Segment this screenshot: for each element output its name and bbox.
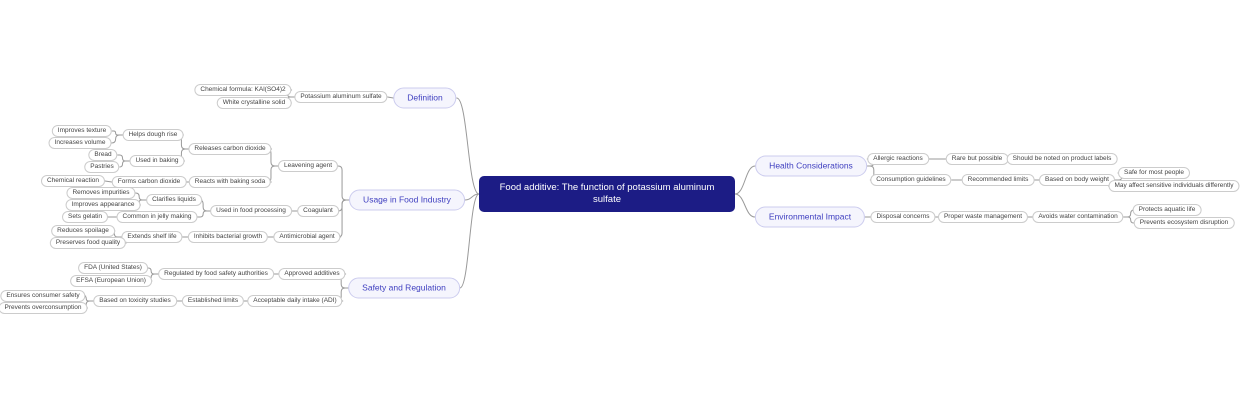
node-based-on-toxicity-studies[interactable]: Based on toxicity studies [93,295,177,307]
node-acceptable-daily-intake[interactable]: Acceptable daily intake (ADI) [247,295,343,307]
edge-root-to-usage [464,193,480,201]
node-improves-appearance[interactable]: Improves appearance [65,199,141,211]
node-prevents-overconsumption[interactable]: Prevents overconsumption [0,302,88,314]
node-sets-gelatin[interactable]: Sets gelatin [62,211,108,223]
node-proper-waste-management[interactable]: Proper waste management [937,211,1029,223]
node-protects-aquatic-life[interactable]: Protects aquatic life [1132,204,1202,216]
node-pastries[interactable]: Pastries [84,161,120,173]
edge-usage-to-antimicrobial-agent [338,199,350,238]
node-improves-texture[interactable]: Improves texture [51,125,113,137]
node-reduces-spoilage[interactable]: Reduces spoilage [51,225,115,237]
edge-usage-to-coagulant [338,199,350,212]
edge-used-in-baking-to-bread [117,154,130,162]
node-removes-impurities[interactable]: Removes impurities [66,187,136,199]
node-usage[interactable]: Usage in Food Industry [349,189,465,211]
node-common-in-jelly-making[interactable]: Common in jelly making [116,211,198,223]
node-regulated-by-authorities[interactable]: Regulated by food safety authorities [158,268,274,280]
node-safety[interactable]: Safety and Regulation [348,277,460,299]
node-coagulant[interactable]: Coagulant [297,205,339,217]
node-may-affect-sensitive[interactable]: May affect sensitive individuals differe… [1108,180,1240,192]
node-fda[interactable]: FDA (United States) [78,262,148,274]
node-allergic-reactions[interactable]: Allergic reactions [867,153,929,165]
node-based-on-body-weight[interactable]: Based on body weight [1039,174,1115,186]
node-white-crystalline-solid[interactable]: White crystalline solid [216,97,292,109]
node-recommended-limits[interactable]: Recommended limits [961,174,1035,186]
edge-helps-dough-rise-to-increases-volume [110,134,124,144]
edge-helps-dough-rise-to-improves-texture [111,130,124,136]
node-efsa[interactable]: EFSA (European Union) [70,275,152,287]
node-preserves-food-quality[interactable]: Preserves food quality [49,237,127,249]
node-antimicrobial-agent[interactable]: Antimicrobial agent [273,231,341,243]
node-potassium-aluminum-sulfate[interactable]: Potassium aluminum sulfate [294,91,388,103]
node-rare-but-possible[interactable]: Rare but possible [945,153,1009,165]
node-used-in-food-processing[interactable]: Used in food processing [210,205,292,217]
edge-root-to-environmental [734,193,756,218]
node-forms-carbon-dioxide[interactable]: Forms carbon dioxide [111,176,187,188]
edge-forms-carbon-dioxide-to-chemical-reaction [104,180,113,183]
edge-usage-to-leavening-agent [337,165,350,201]
node-releases-carbon-dioxide[interactable]: Releases carbon dioxide [188,143,272,155]
node-chemical-formula[interactable]: Chemical formula: KAl(SO4)2 [194,84,292,96]
node-inhibits-bacterial-growth[interactable]: Inhibits bacterial growth [187,231,269,243]
edge-definition-to-potassium-aluminum-sulfate [387,96,394,99]
edge-used-in-baking-to-pastries [119,160,130,168]
node-environmental[interactable]: Environmental Impact [754,206,866,228]
node-health[interactable]: Health Considerations [755,155,867,177]
node-used-in-baking[interactable]: Used in baking [129,155,185,167]
edge-root-to-health [734,165,756,195]
node-avoids-water-contamination[interactable]: Avoids water contamination [1032,211,1124,223]
edge-regulated-by-authorities-to-fda [147,267,159,275]
node-leavening-agent[interactable]: Leavening agent [277,160,339,172]
node-established-limits[interactable]: Established limits [181,295,245,307]
root-node[interactable]: Food additive: The function of potassium… [479,176,735,212]
node-safe-for-most-people[interactable]: Safe for most people [1118,167,1190,179]
node-chemical-reaction[interactable]: Chemical reaction [40,175,106,187]
node-clarifies-liquids[interactable]: Clarifies liquids [146,194,202,206]
node-extends-shelf-life[interactable]: Extends shelf life [121,231,183,243]
node-consumption-guidelines[interactable]: Consumption guidelines [870,174,952,186]
node-reacts-with-baking-soda[interactable]: Reacts with baking soda [188,176,272,188]
node-bread[interactable]: Bread [88,149,118,161]
node-approved-additives[interactable]: Approved additives [278,268,346,280]
node-prevents-ecosystem-disruption[interactable]: Prevents ecosystem disruption [1133,217,1235,229]
edge-avoids-water-contamination-to-prevents-ecosystem-disruption [1123,216,1135,224]
node-definition[interactable]: Definition [393,87,457,109]
node-increases-volume[interactable]: Increases volume [48,137,112,149]
edge-used-in-food-processing-to-common-in-jelly-making [197,210,211,218]
node-disposal-concerns[interactable]: Disposal concerns [870,211,936,223]
edge-root-to-definition [456,97,480,195]
node-helps-dough-rise[interactable]: Helps dough rise [122,129,184,141]
node-noted-on-product-labels[interactable]: Should be noted on product labels [1006,153,1118,165]
node-ensures-consumer-safety[interactable]: Ensures consumer safety [0,290,86,302]
edge-root-to-safety [459,193,480,289]
